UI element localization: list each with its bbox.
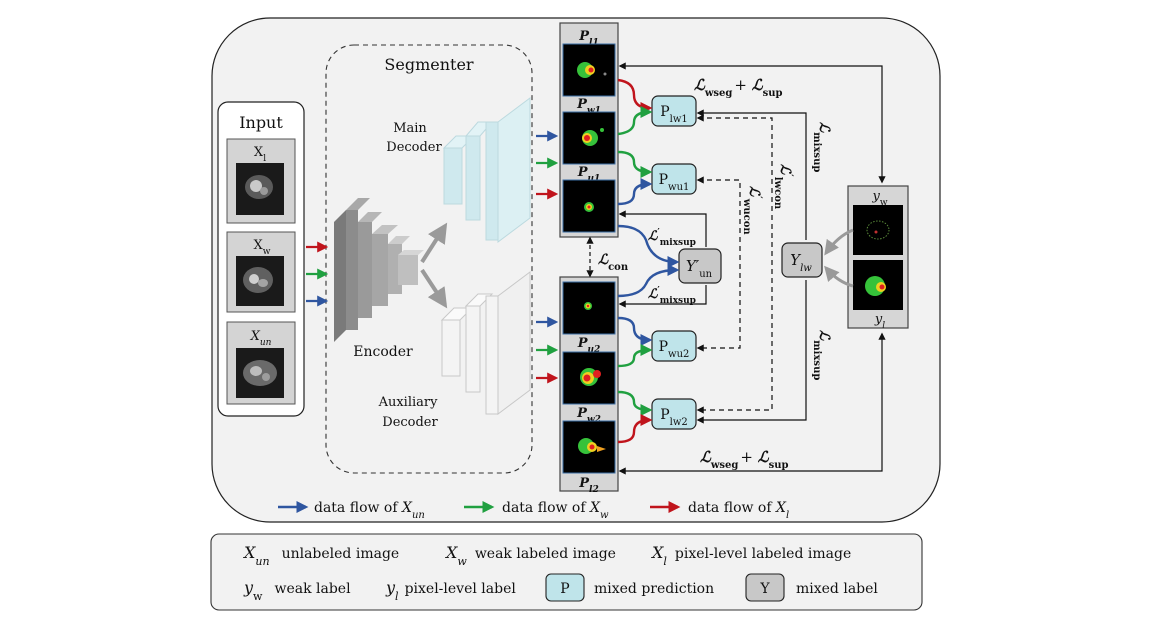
main-decoder-label-2: Decoder [386,140,442,155]
encoder-label: Encoder [353,344,413,360]
legend-p-swatch [545,573,585,602]
wucon-label: ℒ′wucon [742,186,764,235]
aux-decoder-label-2: Decoder [382,415,438,430]
label-yl-text: yl [874,312,885,331]
label-panel: yw yl [847,185,909,331]
flow-legend: data flow of Xun data flow of Xw data fl… [278,500,789,521]
flow-legend-red-text: data flow of Xl [688,500,789,521]
legend-y-swatch [745,573,785,602]
pred-pl2-label: Pl2 [578,476,598,495]
encoder-blocks [334,198,424,342]
lwcon-label: ℒ′lwcon [773,164,795,210]
encoder-to-main-arrow [420,222,448,264]
flow-legend-green-text: data flow of Xw [502,500,609,521]
main-decoder-blocks [442,97,531,243]
mixsup-prime-top-label: ℒ′mixsup [648,228,696,248]
pred-pw2-label: Pw2 [576,406,601,425]
mixed-box-ylw: Ylw [781,242,823,278]
input-xw-label: Xw [254,238,271,257]
input-panel: Input Xl Xw Xun [217,101,305,417]
svg-text:Y′un: Y′un [686,257,713,280]
pu1-to-yun [617,224,680,268]
pred-pu2-label: Pu2 [577,336,601,355]
pred-pu1-label: Pu1 [577,165,601,184]
mixed-box-plw2: Plw2 [651,398,697,430]
yw-to-ylw-arrow [824,228,854,256]
mixed-box-pwu1: Pwu1 [651,163,697,195]
pred-pw1-label: Pw1 [576,97,601,116]
legend-p-symbol: P [560,581,569,597]
input-title: Input [239,113,283,132]
svg-text:Ylw: Ylw [790,251,812,274]
pu2-to-yun [617,264,680,298]
aux-decoder-blocks [440,271,531,415]
flow-legend-blue-text: data flow of Xun [314,500,425,521]
lwcon-dashed-line [696,114,773,414]
legend-y-symbol: Y [759,581,770,597]
aux-decoder-label-1: Auxiliary [378,395,439,410]
legend-p-text: mixed prediction [594,581,714,597]
main-decoder-label-1: Main [393,121,427,136]
loss-bottom-line [618,332,886,475]
mixsup-prime-bottom-label: ℒ′mixsup [648,286,696,306]
mixed-box-pwu2: Pwu2 [651,330,697,362]
pu1-to-pwu1 [617,178,653,206]
upper-prediction-column: Pl1 Pw1 Pu1 [559,22,619,238]
mixsup-top-line [696,109,807,240]
yl-to-ylw-arrow [824,265,854,288]
mixsup-top-label: ℒmixsup [812,122,833,172]
input-xl-label: Xl [254,145,266,164]
segmenter-box [325,44,533,474]
mixsup-prime-bottom-line [618,285,707,308]
loss-top-label: ℒwseg+ ℒsup [694,76,782,99]
con-label: ℒcon [598,252,629,273]
mixsup-bottom-label: ℒmixsup [812,330,833,380]
label-yw-text: yw [871,189,887,208]
mixsup-bottom-line [696,280,807,424]
input-xun-label: Xun [250,329,272,348]
mixsup-prime-top-line [618,210,707,247]
pred-pl1-label: Pl1 [578,29,598,48]
mixed-box-plw1: Plw1 [651,95,697,127]
legend-y-text: mixed label [796,581,878,597]
lower-prediction-column: Pu2 Pw2 Pl2 [559,276,619,495]
mixed-box-yun: Y′un [678,248,722,284]
segmenter-title: Segmenter [384,55,474,74]
label-yw-image [853,205,903,255]
loss-top-line [618,62,886,184]
encoder-to-aux-arrow [420,268,448,309]
wucon-dashed-line [696,176,741,352]
loss-bottom-label: ℒwseg+ ℒsup [700,448,788,471]
